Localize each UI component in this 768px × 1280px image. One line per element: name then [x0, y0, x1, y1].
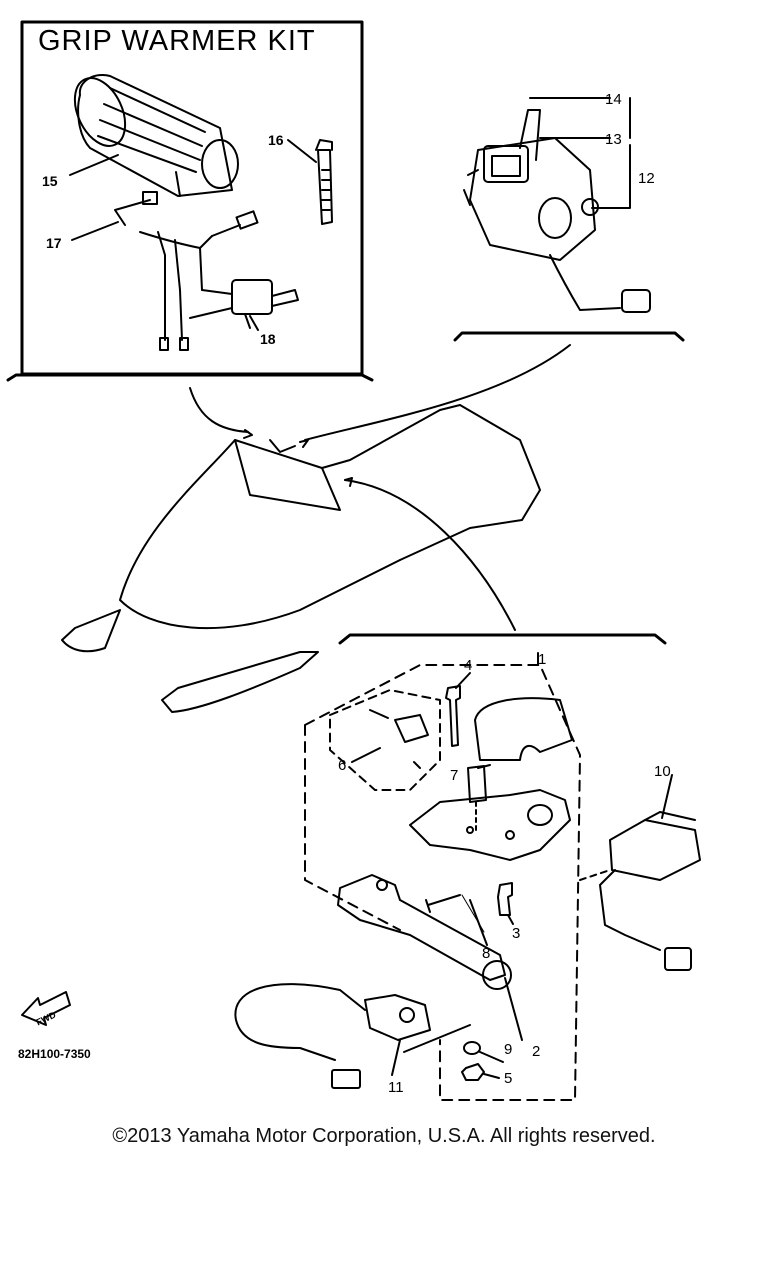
- washer-9: [463, 1041, 481, 1055]
- leader-17: [71, 221, 119, 241]
- callout-9: 9: [504, 1041, 512, 1058]
- arrow-lever-to-sled: [344, 479, 516, 631]
- arrow-kit-to-sled: [189, 387, 249, 433]
- subassembly-6-outline: [329, 689, 441, 791]
- throttle-housing: [409, 789, 571, 861]
- callout-13: 13: [605, 131, 622, 148]
- callout-3: 3: [512, 925, 520, 942]
- callout-18: 18: [260, 331, 276, 347]
- callout-10: 10: [654, 763, 671, 780]
- copyright-notice: ©2013 Yamaha Motor Corporation, U.S.A. A…: [112, 1125, 656, 1147]
- grip-warmer-kit-box: [6, 20, 374, 382]
- callout-17: 17: [46, 235, 62, 251]
- bracket-12-14: [529, 97, 631, 209]
- snowmobile-illustration: [61, 404, 541, 713]
- assembly-box-base: [338, 633, 667, 645]
- callout-2: 2: [532, 1043, 540, 1060]
- callout-4: 4: [464, 657, 472, 674]
- fwd-arrow-icon: [21, 991, 71, 1026]
- bolt-4: [445, 685, 461, 747]
- nut-5: [461, 1063, 485, 1081]
- callout-6: 6: [338, 757, 346, 774]
- grip-box-base: [453, 331, 685, 342]
- callout-15: 15: [42, 173, 58, 189]
- callout-12: 12: [638, 170, 655, 187]
- kit-title: GRIP WARMER KIT: [38, 25, 316, 57]
- callout-7: 7: [450, 767, 458, 784]
- harness-illustration: [114, 191, 259, 351]
- handlebar-grip-illustration: [463, 109, 651, 313]
- callout-1: 1: [538, 651, 546, 668]
- callout-14: 14: [605, 91, 622, 108]
- throttle-switch-11: [234, 983, 431, 1089]
- leader-18: [249, 315, 259, 331]
- callout-11: 11: [388, 1079, 404, 1096]
- leader-16: [287, 139, 317, 163]
- callout-5: 5: [504, 1070, 512, 1087]
- assembly-dashed-outline: [304, 664, 581, 1101]
- tie-strap-illustration: [315, 139, 333, 225]
- kill-switch-6: [369, 709, 429, 769]
- screw-8: [425, 894, 461, 913]
- diagram-code: 82H100-7350: [18, 1047, 91, 1061]
- leader-15: [69, 154, 119, 176]
- connector-10: [599, 811, 701, 971]
- callout-16: 16: [268, 132, 284, 148]
- arrow-grip-to-sled: [304, 344, 571, 441]
- switch-illustration: [189, 279, 299, 329]
- throttle-lever: [337, 874, 512, 990]
- collar-7: [467, 765, 487, 803]
- bolt-3: [497, 882, 513, 916]
- throttle-cover: [474, 697, 573, 761]
- callout-8: 8: [482, 945, 490, 962]
- grip-illustration: [73, 74, 239, 197]
